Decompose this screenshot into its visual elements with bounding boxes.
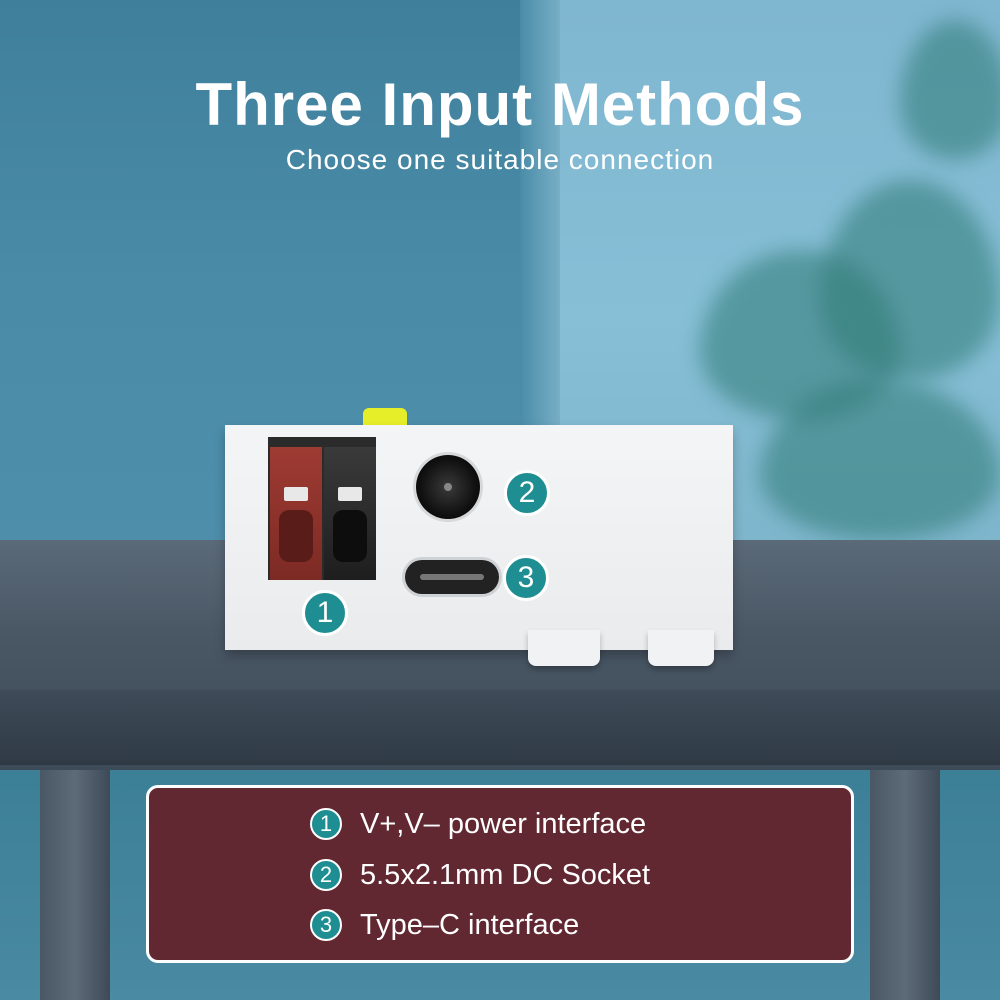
legend-label: V+,V– power interface xyxy=(360,807,647,840)
legend-item: 1 V+,V– power interface xyxy=(310,804,646,844)
legend-label: 5.5x2.1mm DC Socket xyxy=(360,858,651,891)
terminal-wire-hole xyxy=(333,510,367,562)
yellow-button-tab xyxy=(363,408,407,428)
callout-badge-1: 1 xyxy=(302,590,348,636)
terminal-release-slot xyxy=(338,487,362,501)
legend-panel xyxy=(146,785,854,963)
plant-leaf xyxy=(760,380,1000,540)
plant-leaf xyxy=(820,180,1000,380)
table-leg xyxy=(40,760,110,1000)
dc-socket-pin xyxy=(444,483,452,491)
legend-number-badge: 2 xyxy=(310,859,342,891)
callout-badge-2: 2 xyxy=(504,470,550,516)
type-c-tongue xyxy=(420,574,484,580)
callout-badge-3: 3 xyxy=(503,555,549,601)
table-leg xyxy=(870,760,940,1000)
legend-label: Type–C interface xyxy=(360,908,580,941)
plant-leaf xyxy=(900,20,1000,160)
legend-number-badge: 1 xyxy=(310,808,342,840)
page-title: Three Input Methods xyxy=(195,71,805,138)
terminal-release-slot xyxy=(284,487,308,501)
legend-number-badge: 3 xyxy=(310,909,342,941)
table-front-edge xyxy=(0,690,1000,765)
page-subtitle: Choose one suitable connection xyxy=(285,144,715,175)
legend-item: 2 5.5x2.1mm DC Socket xyxy=(310,855,650,895)
legend-item: 3 Type–C interface xyxy=(310,905,579,945)
device-mounting-foot xyxy=(648,630,714,666)
terminal-wire-hole xyxy=(279,510,313,562)
device-mounting-foot xyxy=(528,630,600,666)
